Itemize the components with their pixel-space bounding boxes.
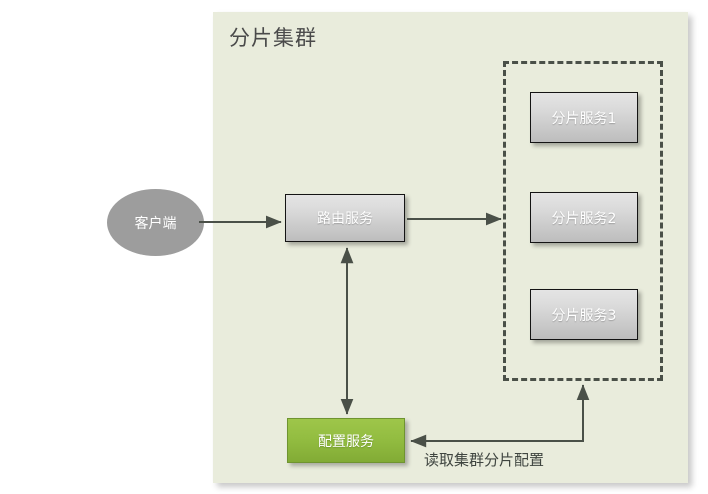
config-service-label: 配置服务 bbox=[318, 433, 374, 450]
shard-service-2-label: 分片服务2 bbox=[551, 210, 617, 227]
cluster-title: 分片集群 bbox=[229, 26, 317, 50]
shard-services-group bbox=[503, 61, 663, 381]
router-service-node[interactable]: 路由服务 bbox=[285, 194, 405, 242]
shard-service-1-label: 分片服务1 bbox=[551, 110, 617, 127]
client-label: 客户端 bbox=[134, 215, 177, 232]
config-service-node[interactable]: 配置服务 bbox=[287, 418, 405, 463]
client-node[interactable]: 客户端 bbox=[107, 189, 204, 256]
shard-service-3-node[interactable]: 分片服务3 bbox=[530, 289, 638, 340]
shard-service-3-label: 分片服务3 bbox=[551, 307, 617, 324]
read-config-edge-label: 读取集群分片配置 bbox=[424, 451, 545, 469]
shard-service-1-node[interactable]: 分片服务1 bbox=[530, 92, 638, 143]
shard-service-2-node[interactable]: 分片服务2 bbox=[530, 192, 638, 243]
router-service-label: 路由服务 bbox=[317, 211, 373, 227]
